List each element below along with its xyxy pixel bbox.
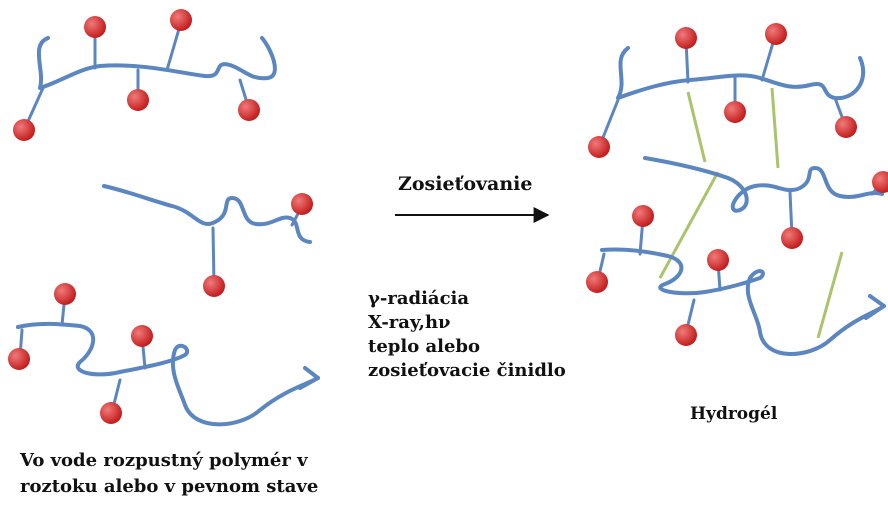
condition-agent: zosieťovacie činidlo xyxy=(368,360,566,381)
crosslink xyxy=(816,251,844,339)
polymer-chain-3 xyxy=(8,283,320,427)
hydrogel-bead xyxy=(588,136,610,158)
hydrogel-network xyxy=(586,23,888,356)
hydrogel-bead xyxy=(675,324,697,346)
hydrogel-label: Hydrogél xyxy=(690,404,778,424)
hydrogel-bead xyxy=(675,27,697,49)
hydrogel-bead xyxy=(872,171,888,193)
polymer-caption-line-2: roztoku alebo v pevnom stave xyxy=(20,476,319,497)
polymer-chain-1 xyxy=(13,9,277,141)
polymer-bead xyxy=(203,275,225,297)
polymer-bead xyxy=(291,193,313,215)
hydrogel-bead xyxy=(781,227,803,249)
hydrogel-bead xyxy=(835,116,857,138)
polymer-caption: Vo vode rozpustný polymér v roztoku aleb… xyxy=(20,448,318,500)
crosslinking-label: Zosieťovanie xyxy=(398,173,533,195)
crosslink xyxy=(658,171,720,279)
polymer-bead xyxy=(238,99,260,121)
polymer-bead xyxy=(54,283,76,305)
condition-xray: X-ray,hν xyxy=(368,312,451,333)
hydrogel-bead xyxy=(586,271,608,293)
hydrogel-bead xyxy=(707,249,729,271)
polymer-bead xyxy=(84,16,106,38)
polymer-bead xyxy=(127,89,149,111)
crosslink xyxy=(686,91,707,163)
hydrogel-bead xyxy=(724,101,746,123)
polymer-caption-line-1: Vo vode rozpustný polymér v xyxy=(20,450,308,471)
polymer-bead xyxy=(8,348,30,370)
hydrogel-bead xyxy=(765,23,787,45)
crosslinking-conditions: γ-radiácia X-ray,hν teplo alebo zosieťov… xyxy=(368,287,566,383)
condition-heat: teplo alebo xyxy=(368,336,481,357)
condition-gamma: γ-radiácia xyxy=(368,288,470,309)
polymer-bead xyxy=(100,402,122,424)
polymer-bead xyxy=(131,325,153,347)
polymer-bead xyxy=(170,9,192,31)
crosslink xyxy=(770,87,780,169)
hydrogel-bead xyxy=(632,205,654,227)
polymer-bead xyxy=(13,119,35,141)
polymer-chain-2 xyxy=(102,184,313,297)
